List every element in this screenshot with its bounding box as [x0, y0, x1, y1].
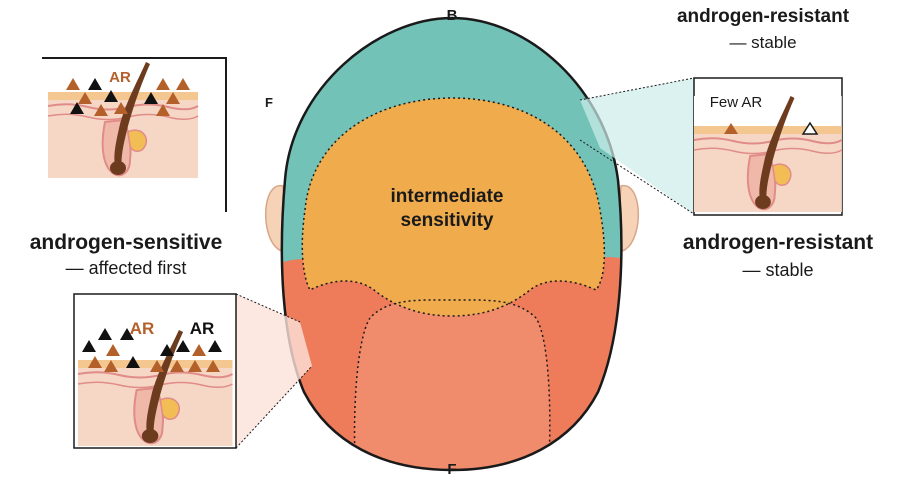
- callout-bottom-left-connector: [236, 294, 312, 448]
- receptor-markers: [66, 78, 190, 116]
- callout-top-right-inset: Few AR: [693, 77, 843, 216]
- zone-label-line-2: sensitivity: [401, 210, 494, 231]
- connector-line-4: [235, 365, 313, 449]
- connector-line-2: [579, 139, 695, 215]
- orientation-front-label: F: [447, 461, 456, 478]
- connector-line-1: [579, 77, 695, 101]
- head: [264, 16, 640, 472]
- callout-right-title: androgen-resistant: [683, 231, 873, 254]
- zone-front-center: [354, 299, 550, 470]
- callout-left-inset: AR: [42, 57, 227, 212]
- callout-left-title: androgen-sensitive: [30, 231, 223, 254]
- callout-right-subtitle: — stable: [742, 260, 813, 280]
- callout-top-right-subtitle: — stable: [729, 33, 796, 52]
- orientation-back-label: B: [447, 7, 458, 24]
- callout-top-right-title: androgen-resistant: [677, 6, 850, 27]
- receptor-few-brown: [724, 123, 738, 134]
- receptor-markers-dense: [82, 328, 222, 372]
- inset-few-ar-label: Few AR: [710, 94, 763, 111]
- inset-bottom-ar-brown-label: AR: [130, 319, 155, 338]
- side-label-f: F: [265, 95, 273, 110]
- receptor-few-outline: [801, 121, 819, 135]
- zone-label-line-1: intermediate: [391, 186, 504, 207]
- callout-left-frame: [42, 57, 227, 212]
- inset-left-ar-label: AR: [109, 69, 131, 86]
- callout-left-subtitle: — affected first: [66, 258, 187, 278]
- zone-middle-border: [301, 97, 606, 317]
- callout-top-right-connector: [580, 78, 694, 214]
- zone-middle: [302, 98, 605, 316]
- head-outline: [280, 16, 623, 472]
- inset-bottom-ar-black-label: AR: [190, 319, 215, 338]
- callout-bottom-left-inset: AR AR: [73, 293, 237, 449]
